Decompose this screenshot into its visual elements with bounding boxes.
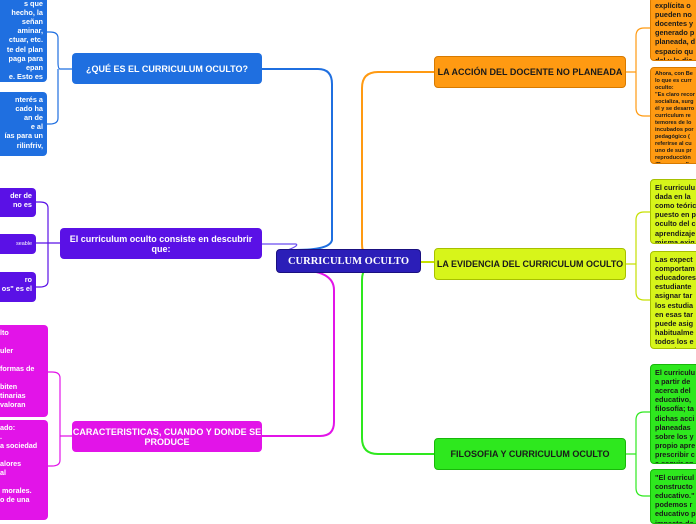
topic-consiste-label: El curriculum oculto consiste en descubr… [69,233,253,254]
leaf-evidencia-1[interactable]: El curriculu dada en la como teóric pues… [650,179,696,244]
topic-filosofia-label: FILOSOFIA Y CURRICULUM OCULTO [450,449,610,459]
topic-evidencia-label: LA EVIDENCIA DEL CURRICULUM OCULTO [436,259,624,269]
connector-right-green [361,263,434,455]
leaf-consiste-1[interactable]: der de no es [0,188,36,217]
leaf-consiste-3[interactable]: ro os" es el [0,272,36,302]
leaf-filosofia-1[interactable]: El curriculu a partir de acerca del educ… [650,364,696,464]
topic-accion-docente[interactable]: LA ACCIÓN DEL DOCENTE NO PLANEADA [434,56,626,88]
connector-blue-leaves [47,31,72,125]
leaf-filosofia-2[interactable]: "El curricul constructo educativo." pode… [650,469,696,524]
connector-yellow-leaves [626,211,650,301]
topic-caracteristicas-label: CARACTERISTICAS, CUANDO Y DONDE SE PRODU… [72,426,262,447]
topic-consiste[interactable]: El curriculum oculto consiste en descubr… [60,228,262,259]
connector-left-magenta [262,269,335,437]
topic-que-es[interactable]: ¿QUÉ ES EL CURRICULUM OCULTO? [72,53,262,84]
central-topic-label: CURRICULUM OCULTO [287,255,410,267]
connector-orange-leaves [626,27,650,117]
topic-accion-docente-label: LA ACCIÓN DEL DOCENTE NO PLANEADA [437,67,623,77]
leaf-evidencia-2[interactable]: Las expect comportam educadores estudian… [650,251,696,349]
leaf-caracteristicas-2[interactable]: ado: . a sociedad alores al morales. o d… [0,420,48,520]
leaf-consiste-2[interactable]: seable [0,234,36,254]
topic-que-es-label: ¿QUÉ ES EL CURRICULUM OCULTO? [86,63,248,74]
leaf-accion-2[interactable]: Ahora, con Be lo que es curr oculto: "Es… [650,67,696,164]
connector-green-leaves [626,411,650,497]
leaf-accion-1[interactable]: explícita o pueden no docentes y generad… [650,0,696,61]
leaf-caracteristicas-1[interactable]: lto uler formas de biten tinarias valora… [0,325,48,417]
central-topic[interactable]: CURRICULUM OCULTO [276,249,421,273]
connector-left-blue [262,68,333,251]
leaf-que-es-1[interactable]: s que hecho, la señan aminar, ctuar, etc… [0,0,47,82]
connector-magenta-leaves [48,371,72,467]
topic-evidencia[interactable]: LA EVIDENCIA DEL CURRICULUM OCULTO [434,248,626,280]
topic-filosofia[interactable]: FILOSOFIA Y CURRICULUM OCULTO [434,438,626,470]
connector-purple-leaves [36,201,60,288]
topic-caracteristicas[interactable]: CARACTERISTICAS, CUANDO Y DONDE SE PRODU… [72,421,262,452]
connector-right-orange [361,71,434,261]
leaf-que-es-2[interactable]: nterés a cado ha an de e al ías para un … [0,92,47,156]
